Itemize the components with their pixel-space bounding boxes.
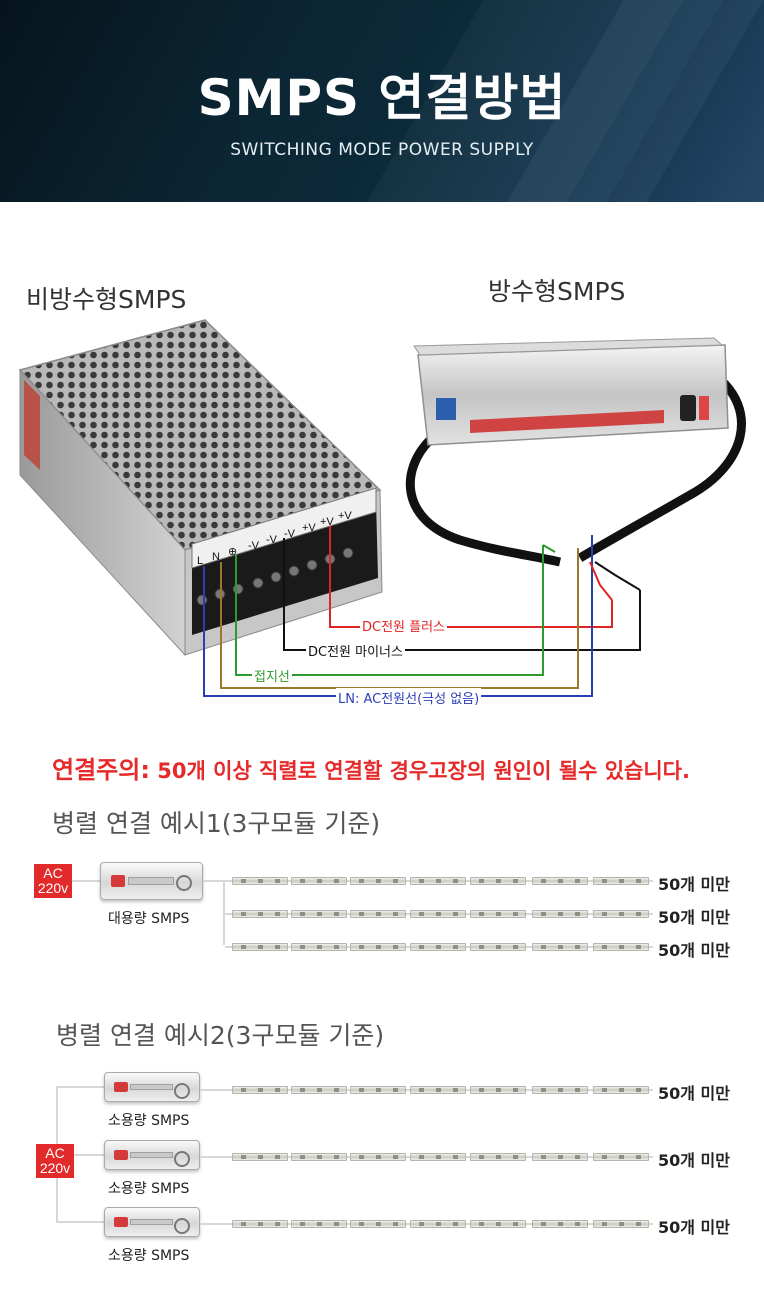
non-waterproof-smps-label: 비방수형SMPS	[26, 285, 187, 314]
wire-label-dc-minus: DC전원 마이너스	[306, 641, 405, 660]
waterproof-smps-label: 방수형SMPS	[488, 277, 626, 306]
ex2-row2-led-module-5	[470, 1153, 526, 1161]
terminal-labels: L N ⊕ -V -V -V +V +V +V	[197, 510, 352, 567]
ex2-row2-led-module-2	[291, 1153, 347, 1161]
terminal-ground: ⊕	[228, 546, 237, 558]
smps-wiring-diagram: L N ⊕ -V -V -V +V +V +V	[18, 319, 746, 697]
example1-title: 병렬 연결 예시1(3구모듈 기준)	[52, 809, 381, 838]
ex1-row1-led-module-6	[532, 877, 588, 885]
ex2-row2-feed	[200, 1156, 226, 1158]
waterproof-smps-image	[405, 337, 746, 567]
ex1-row3-led-module-1	[232, 943, 288, 951]
ex1-row2-count: 50개 미만	[658, 908, 730, 927]
ex2-ac-branch-2	[56, 1154, 104, 1156]
ex2-row3-led-module-3	[350, 1220, 406, 1228]
ex2-small-smps-1-label: 소용량 SMPS	[108, 1113, 190, 1129]
ex1-bus-feed	[203, 880, 225, 882]
example2-title: 병렬 연결 예시2(3구모듈 기준)	[56, 1021, 385, 1050]
ex2-row1-led-module-6	[532, 1086, 588, 1094]
ex2-small-smps-2-image	[104, 1140, 200, 1170]
ex1-large-smps-image	[100, 862, 203, 900]
ex2-row1-count: 50개 미만	[658, 1084, 730, 1103]
ex2-row1-led-module-1	[232, 1086, 288, 1094]
page-title: SMPS 연결방법	[197, 69, 567, 127]
page-subtitle: SWITCHING MODE POWER SUPPLY	[230, 140, 534, 160]
terminal-plus-v-2: +V	[320, 516, 334, 528]
ex1-row3-led-module-6	[532, 943, 588, 951]
ex2-small-smps-1-image	[104, 1072, 200, 1102]
ex2-small-smps-3-image	[104, 1207, 200, 1237]
ex2-row2-led-module-6	[532, 1153, 588, 1161]
ex1-row3-led-module-5	[470, 943, 526, 951]
ex2-row2-led-module-7	[593, 1153, 649, 1161]
ex1-row1-led-module-4	[410, 877, 466, 885]
ex2-row1-led-module-4	[410, 1086, 466, 1094]
ex1-row1-led-module-2	[291, 877, 347, 885]
terminal-minus-v-1: -V	[248, 540, 260, 552]
caution-lead: 연결주의:	[52, 756, 150, 784]
ex1-row3-led-module-3	[350, 943, 406, 951]
ex2-row1-led-module-5	[470, 1086, 526, 1094]
ex1-row1-led-module-1	[232, 877, 288, 885]
ex2-row1-led-module-3	[350, 1086, 406, 1094]
ex1-row3-count: 50개 미만	[658, 941, 730, 960]
ex1-row1-led-module-5	[470, 877, 526, 885]
terminal-minus-v-3: -V	[284, 528, 296, 540]
ex1-row3-led-module-4	[410, 943, 466, 951]
caution-note: 연결주의: 50개 이상 직렬로 연결할 경우고장의 원인이 될수 있습니다.	[52, 750, 690, 785]
ex1-row2-led-module-3	[350, 910, 406, 918]
ex1-row2-led-module-6	[532, 910, 588, 918]
ex1-row3-led-module-7	[593, 943, 649, 951]
ex2-row3-led-module-1	[232, 1220, 288, 1228]
ex2-ac-branch-3	[56, 1221, 104, 1223]
ex2-small-smps-3-label: 소용량 SMPS	[108, 1248, 190, 1264]
ex2-row2-led-module-1	[232, 1153, 288, 1161]
ex2-row1-led-module-7	[593, 1086, 649, 1094]
wire-label-ground: 접지선	[252, 666, 292, 685]
ex2-row2-led-module-3	[350, 1153, 406, 1161]
ex1-row3-led-module-2	[291, 943, 347, 951]
terminal-minus-v-2: -V	[266, 534, 278, 546]
ex1-row1-led-module-7	[593, 877, 649, 885]
ex1-row2-led-module-7	[593, 910, 649, 918]
ex2-row2-led-module-4	[410, 1153, 466, 1161]
ex1-row2-led-module-1	[232, 910, 288, 918]
ex2-row1-feed	[200, 1089, 226, 1091]
ex2-row3-led-module-5	[470, 1220, 526, 1228]
ex1-ac-wire	[72, 880, 102, 882]
ex2-row1-led-module-2	[291, 1086, 347, 1094]
header-banner: SMPS 연결방법 SWITCHING MODE POWER SUPPLY	[0, 0, 764, 202]
ex1-row2-led-module-4	[410, 910, 466, 918]
terminal-l: L	[197, 555, 203, 567]
ex2-ac-branch-1	[56, 1086, 104, 1088]
ex2-row3-led-module-2	[291, 1220, 347, 1228]
terminal-plus-v-1: +V	[302, 522, 316, 534]
ex2-small-smps-2-label: 소용량 SMPS	[108, 1181, 190, 1197]
wire-label-dc-plus: DC전원 플러스	[360, 616, 448, 635]
ex2-row2-count: 50개 미만	[658, 1151, 730, 1170]
wire-label-ac-ln: LN: AC전원선(극성 없음)	[336, 688, 482, 707]
terminal-plus-v-3: +V	[338, 510, 352, 522]
terminal-n: N	[212, 551, 220, 563]
ex1-row1-count: 50개 미만	[658, 875, 730, 894]
ex2-row3-led-module-6	[532, 1220, 588, 1228]
ex1-row1-led-module-3	[350, 877, 406, 885]
ex2-row3-led-module-7	[593, 1220, 649, 1228]
ex1-bus-vertical	[223, 880, 225, 945]
ex2-row3-led-module-4	[410, 1220, 466, 1228]
caution-text: 50개 이상 직렬로 연결할 경우고장의 원인이 될수 있습니다.	[149, 759, 690, 783]
ex2-row3-feed	[200, 1223, 226, 1225]
ex1-row2-led-module-5	[470, 910, 526, 918]
ex1-row2-led-module-2	[291, 910, 347, 918]
ex1-large-smps-label: 대용량 SMPS	[108, 911, 190, 927]
ex2-row3-count: 50개 미만	[658, 1218, 730, 1237]
